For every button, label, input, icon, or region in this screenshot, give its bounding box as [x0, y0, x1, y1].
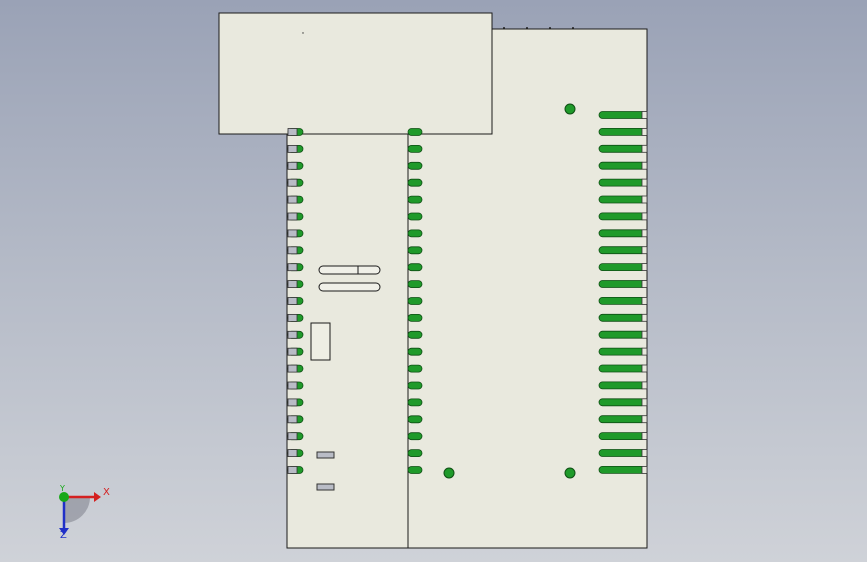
top-module-body[interactable] [218, 12, 493, 135]
right-header-pin[interactable] [598, 161, 648, 170]
left-header-pin[interactable] [287, 161, 304, 170]
right-header-pin[interactable] [598, 465, 648, 474]
middle-header-pin[interactable] [407, 466, 423, 474]
top-edge-marks [503, 27, 574, 29]
middle-header-pin[interactable] [407, 144, 423, 153]
middle-header-pin[interactable] [407, 347, 423, 356]
left-header-pin[interactable] [287, 415, 304, 424]
right-header-pin[interactable] [598, 381, 648, 390]
left-header-pin[interactable] [287, 128, 304, 136]
left-header-pin[interactable] [287, 280, 304, 289]
middle-header-pin[interactable] [407, 297, 423, 305]
left-header-pin[interactable] [287, 178, 304, 187]
x-axis-label: X [103, 487, 110, 498]
slot-1 [318, 265, 381, 275]
right-header-pin[interactable] [598, 330, 648, 339]
left-header-pin[interactable] [287, 297, 304, 305]
right-header-pin[interactable] [598, 398, 648, 407]
middle-header-pin[interactable] [407, 449, 423, 458]
right-header-pin[interactable] [598, 347, 648, 356]
left-header-pin[interactable] [287, 212, 304, 221]
middle-header-pin[interactable] [407, 313, 423, 322]
mounting-hole[interactable] [564, 103, 576, 115]
right-header-pin[interactable] [598, 313, 648, 322]
right-header-pin[interactable] [598, 246, 648, 255]
middle-header-pin[interactable] [407, 432, 423, 441]
middle-header-pin[interactable] [407, 212, 423, 221]
top-module-dot [302, 32, 304, 34]
middle-header-pin[interactable] [407, 330, 423, 339]
slot-2 [318, 282, 381, 292]
mounting-hole[interactable] [564, 467, 576, 479]
left-header-pin[interactable] [287, 364, 304, 373]
middle-header-pin[interactable] [407, 364, 423, 373]
left-header-pin[interactable] [287, 229, 304, 238]
left-header-pin[interactable] [287, 330, 304, 339]
right-header-pin[interactable] [598, 127, 648, 136]
triad-shadow [64, 497, 90, 523]
right-header-pin[interactable] [598, 364, 648, 373]
right-header-pin[interactable] [598, 280, 648, 288]
right-header-pin[interactable] [598, 144, 648, 153]
right-header-pin[interactable] [598, 296, 648, 305]
right-header-pin[interactable] [598, 415, 648, 424]
middle-header-pin[interactable] [407, 398, 423, 407]
middle-header-pin[interactable] [407, 128, 423, 136]
right-header-pin[interactable] [598, 263, 648, 272]
left-header-pin[interactable] [287, 449, 304, 458]
left-header-pins [287, 128, 304, 474]
middle-header-pin[interactable] [407, 246, 423, 255]
left-header-pin[interactable] [287, 347, 304, 356]
y-axis-label: Y [60, 484, 65, 493]
z-axis-label: Z [60, 530, 67, 541]
right-header-pin[interactable] [598, 111, 648, 119]
middle-header-pin[interactable] [407, 161, 423, 170]
y-axis-origin-dot [59, 492, 69, 502]
x-axis-arrow [94, 492, 101, 502]
left-header-pin[interactable] [287, 313, 304, 322]
left-header-pin[interactable] [287, 398, 304, 407]
smd-pad-1 [316, 451, 335, 459]
mounting-hole[interactable] [443, 467, 455, 479]
right-header-pin[interactable] [598, 449, 648, 457]
middle-header-pin[interactable] [407, 195, 423, 204]
ic-component[interactable] [310, 322, 331, 361]
right-header-pin[interactable] [598, 195, 648, 204]
middle-header-pins [407, 128, 423, 474]
coordinate-triad [59, 492, 101, 535]
left-header-pin[interactable] [287, 195, 304, 204]
right-header-pin[interactable] [598, 178, 648, 187]
middle-header-pin[interactable] [407, 381, 423, 390]
right-header-pin[interactable] [598, 212, 648, 221]
middle-header-pin[interactable] [407, 280, 423, 289]
left-header-pin[interactable] [287, 144, 304, 153]
middle-header-pin[interactable] [407, 229, 423, 238]
right-header-pins [598, 111, 648, 474]
left-header-pin[interactable] [287, 381, 304, 390]
middle-header-pin[interactable] [407, 178, 423, 187]
left-header-pin[interactable] [287, 246, 304, 255]
z-axis-arrow [59, 528, 69, 535]
middle-header-pin[interactable] [407, 415, 423, 424]
smd-pad-2 [316, 483, 335, 491]
left-header-pin[interactable] [287, 263, 304, 272]
left-header-pin[interactable] [287, 466, 304, 474]
middle-header-pin[interactable] [407, 263, 423, 272]
right-header-pin[interactable] [598, 432, 648, 441]
left-board-body[interactable] [286, 119, 409, 549]
left-header-pin[interactable] [287, 432, 304, 441]
right-header-pin[interactable] [598, 229, 648, 238]
